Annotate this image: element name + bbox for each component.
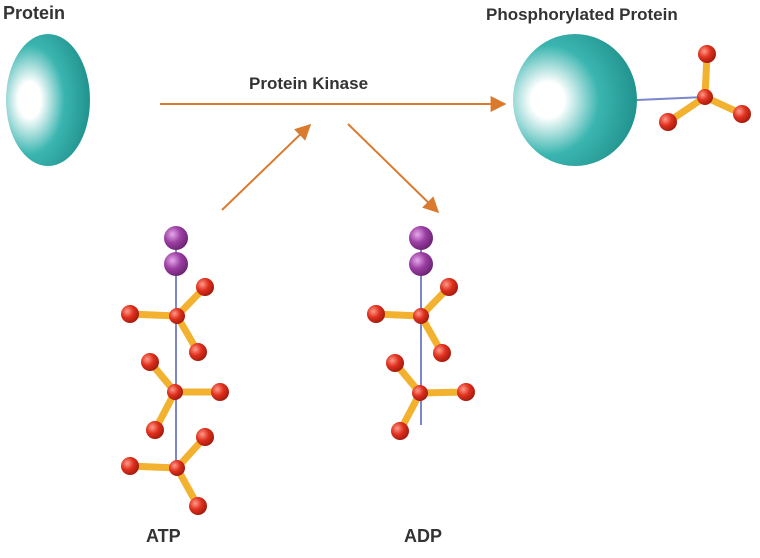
atp-phosphate-2: [141, 353, 229, 439]
adp-phosphate-2: [386, 354, 475, 440]
adp-label: ADP: [404, 526, 443, 546]
atp-phosphate-3: [121, 428, 214, 515]
phosphorylated-protein-label: Phosphorylated Protein: [486, 5, 678, 24]
atp-input-arrow: [221, 123, 312, 211]
adp-molecule: [367, 226, 475, 440]
attached-phosphate-group: [636, 45, 751, 131]
adp-output-arrow: [347, 123, 440, 214]
atp-label: ATP: [146, 526, 181, 546]
phosphorylated-protein-shape: [513, 34, 637, 166]
adp-phosphate-1: [367, 278, 458, 362]
atp-molecule: [121, 226, 229, 515]
adp-base-atom-2: [409, 252, 433, 276]
protein-shape: [6, 34, 90, 166]
protein-label: Protein: [3, 3, 66, 23]
adp-base-atom-1: [409, 226, 433, 250]
enzyme-label: Protein Kinase: [249, 74, 369, 93]
atp-base-atom-2: [164, 252, 188, 276]
atp-phosphate-1: [121, 278, 214, 361]
atp-base-atom-1: [164, 226, 188, 250]
